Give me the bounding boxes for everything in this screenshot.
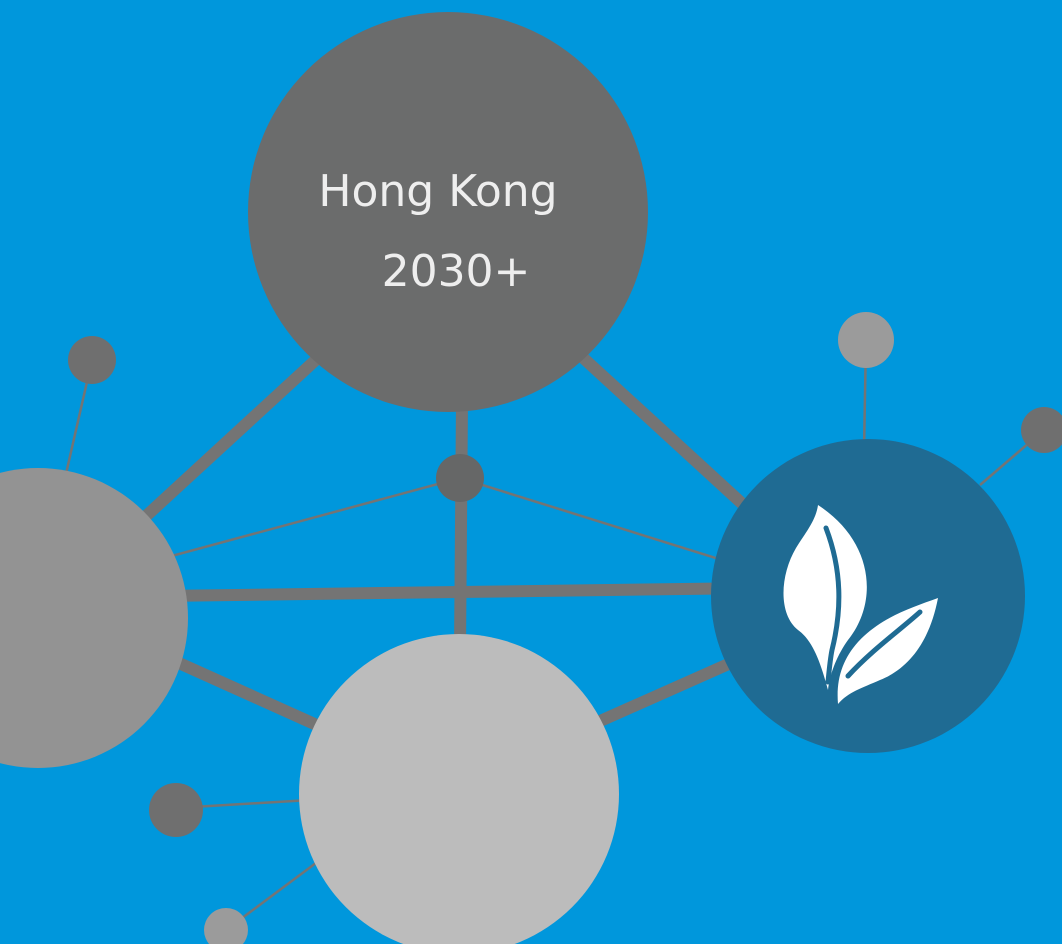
- hub-circle: [248, 12, 648, 412]
- satellite-dot-far-right: [1021, 407, 1062, 453]
- center-junction-dot: [436, 454, 484, 502]
- bottom-node: [299, 634, 619, 944]
- connector-left-leaf: [154, 582, 766, 602]
- leaf-node: [711, 439, 1025, 753]
- hub-title-line1: Hong Kong: [318, 166, 557, 217]
- connector-hub-leaf: [574, 349, 766, 526]
- satellite-dot-bottom-left: [149, 783, 203, 837]
- leaf-icon: [783, 505, 938, 704]
- leaf-icon-tall-leaf: [783, 505, 867, 690]
- left-node: [0, 468, 188, 768]
- leaf-icon-small-vein: [845, 609, 923, 679]
- satellite-dot-top-right: [838, 312, 894, 368]
- hub-title-line2: 2030+: [382, 246, 531, 297]
- thin-center-left: [119, 476, 461, 572]
- connector-hub-center: [454, 394, 468, 656]
- connector-hub-left: [114, 339, 338, 546]
- satellite-dot-top-left: [68, 336, 116, 384]
- satellite-dot-bottom: [204, 908, 248, 944]
- leaf-icon-tall-vein: [823, 525, 842, 685]
- leaf-icon-small-leaf: [837, 598, 938, 704]
- hub-node: Hong Kong 2030+: [248, 12, 648, 412]
